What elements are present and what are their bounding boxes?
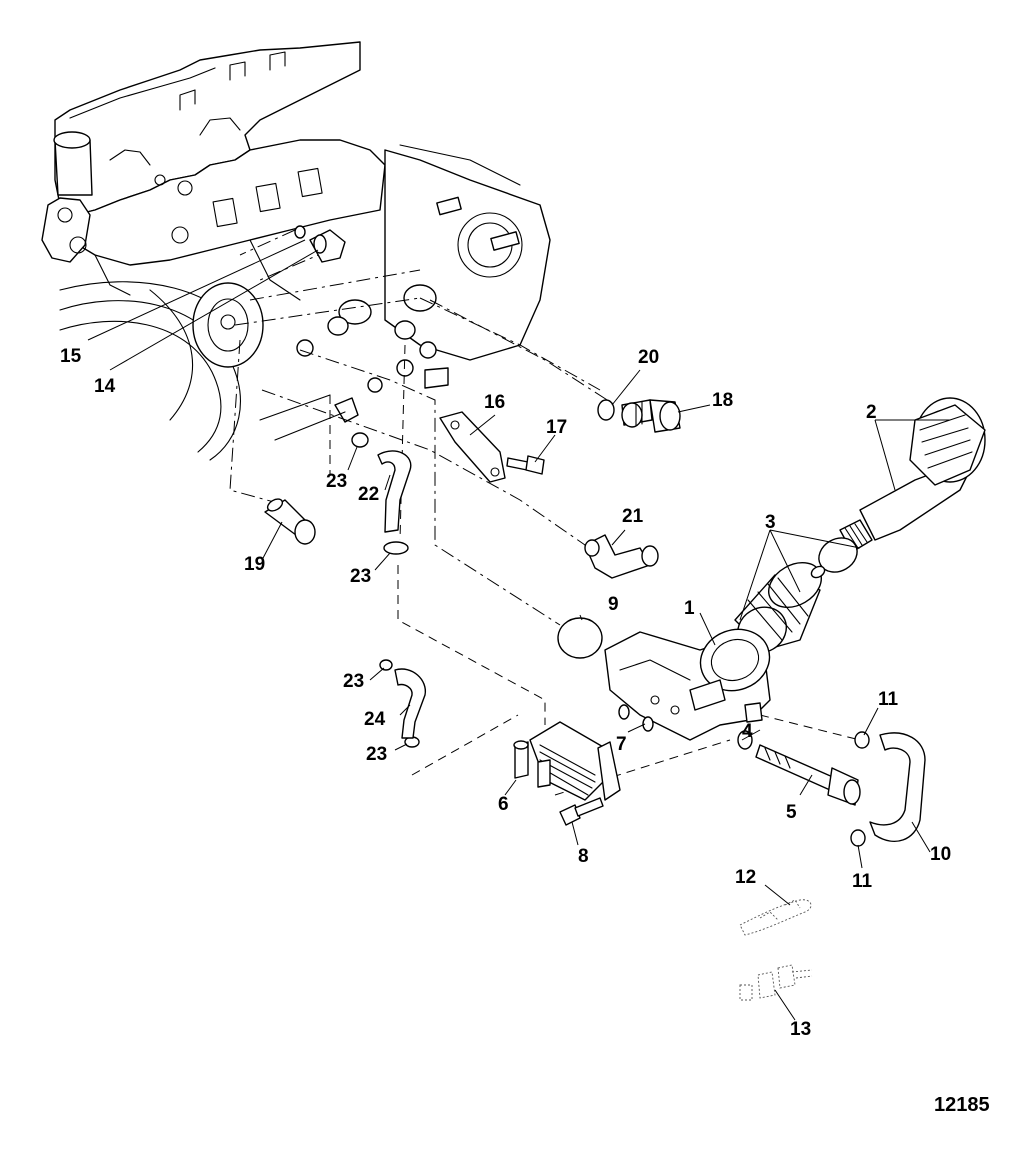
part-20-o-ring [597, 399, 615, 421]
part-1-filter-housing [604, 628, 771, 741]
callout-17: 17 [546, 417, 567, 438]
callout-7: 7 [616, 734, 627, 755]
part-3-filter-element [734, 537, 858, 654]
callout-8: 8 [578, 846, 589, 867]
part-4-o-ring [737, 730, 753, 750]
part-24-hose [394, 668, 426, 739]
part-13-clip [739, 964, 813, 1001]
callout-24: 24 [364, 709, 386, 730]
part-6-oil-cooler [513, 721, 621, 801]
callout-1: 1 [684, 598, 695, 619]
engine-block [41, 41, 551, 461]
callout-9: 9 [608, 594, 619, 615]
part-8-bolt [559, 797, 604, 826]
callout-labels: 1 2 3 4 5 6 7 8 9 10 11 11 12 13 14 15 1… [60, 346, 951, 1040]
callout-23-d: 23 [366, 744, 387, 765]
drawing-reference-number: 12185 [934, 1094, 990, 1116]
callout-13: 13 [790, 1019, 811, 1040]
callout-12: 12 [735, 867, 756, 888]
callout-6: 6 [498, 794, 509, 815]
callout-11-lower: 11 [852, 871, 873, 892]
part-18-banjo-bolt [621, 399, 681, 433]
part-23-clamp-upper [351, 432, 369, 448]
part-9-o-ring [557, 617, 603, 659]
part-23-clamp-mid [383, 541, 409, 555]
callout-15: 15 [60, 346, 82, 367]
part-11-clamp-upper [854, 731, 870, 749]
callout-3: 3 [765, 512, 776, 533]
part-5-bolt [755, 744, 861, 806]
callout-5: 5 [786, 802, 797, 823]
part-7-o-rings [618, 704, 654, 732]
callout-14: 14 [94, 376, 116, 397]
callout-18: 18 [712, 390, 733, 411]
callout-10: 10 [930, 844, 951, 865]
callout-21: 21 [622, 506, 644, 527]
callout-16: 16 [484, 392, 505, 413]
part-2-filter-cap [839, 397, 986, 553]
callout-2: 2 [866, 402, 877, 423]
part-14-fitting [309, 229, 346, 263]
part-23-clamp-small-upper [379, 659, 393, 671]
part-12-clip [739, 899, 812, 936]
callout-19: 19 [244, 554, 265, 575]
part-10-hose [869, 732, 926, 843]
callout-23-b: 23 [350, 566, 371, 587]
part-16-bracket [439, 411, 506, 483]
part-17-bolt [506, 455, 545, 475]
callout-23-c: 23 [343, 671, 364, 692]
part-21-elbow [584, 534, 659, 579]
assembly-lines [229, 229, 861, 796]
leader-lines [87, 239, 950, 1021]
callout-4: 4 [742, 721, 753, 742]
part-19-fitting [264, 498, 316, 545]
part-11-clamp-lower [850, 829, 866, 847]
part-22-hose [377, 450, 412, 533]
callout-20: 20 [638, 347, 659, 368]
callout-22: 22 [358, 484, 379, 505]
part-15-o-ring [294, 225, 306, 239]
callout-11-upper: 11 [878, 689, 899, 710]
callout-23-a: 23 [326, 471, 347, 492]
